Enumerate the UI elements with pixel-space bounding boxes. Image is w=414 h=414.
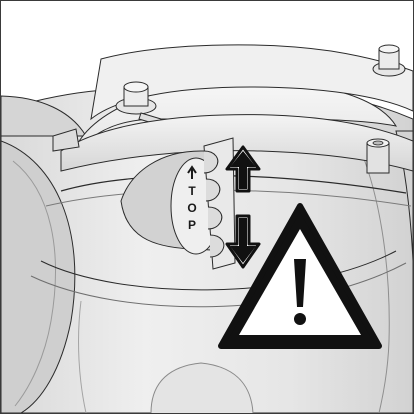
lid-knob-left bbox=[115, 81, 162, 126]
lid bbox=[45, 44, 413, 207]
lid-knob-right bbox=[372, 44, 406, 77]
double-arrow-up-down-icon bbox=[225, 145, 261, 269]
warning-triangle-icon bbox=[218, 203, 382, 349]
top-latch: T O P bbox=[120, 137, 236, 270]
top-label-letter-o: O bbox=[187, 201, 196, 215]
appliance-body bbox=[1, 87, 413, 413]
rim-post bbox=[366, 138, 390, 174]
top-label-letter-p: P bbox=[188, 218, 196, 232]
top-label-letter-t: T bbox=[188, 184, 196, 198]
